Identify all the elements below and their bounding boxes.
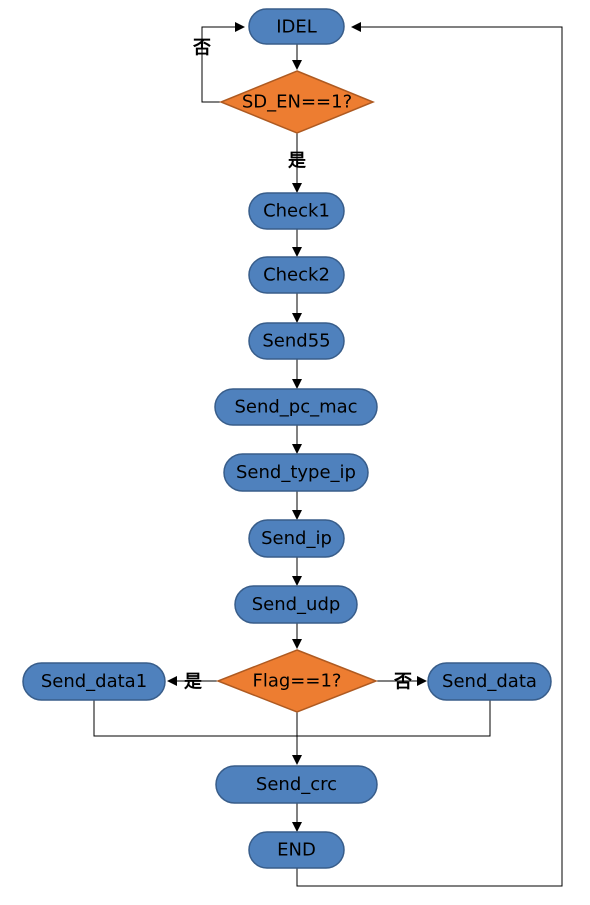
node-flag-check: Flag==1? [215,649,379,713]
node-send-pc-mac-label: Send_pc_mac [234,397,357,418]
node-check1: Check1 [248,192,345,230]
edge-label-flag-yes: 是 [183,672,202,693]
node-end-label: END [277,840,316,861]
node-send-crc: Send_crc [215,765,378,804]
node-send-data: Send_data [427,662,552,701]
node-send-ip-label: Send_ip [261,528,332,549]
node-check2: Check2 [248,256,345,294]
edge-label-flag-no: 否 [393,672,412,693]
node-sd-en-check: SD_EN==1? [219,70,375,134]
connectors [93,22,563,887]
edge-end-return-loop [296,22,563,887]
node-end: END [248,831,345,869]
node-send-data1-label: Send_data1 [41,671,147,692]
node-send-data1: Send_data1 [22,662,166,701]
node-send-type-ip: Send_type_ip [223,453,369,492]
node-send-crc-label: Send_crc [256,774,337,795]
node-send55-label: Send55 [262,331,330,352]
edge-send-data1-merge [93,700,491,737]
node-check1-label: Check1 [263,201,330,222]
edge-label-sd-en-no: 否 [192,38,211,59]
node-idel: IDEL [248,8,345,45]
node-idel-label: IDEL [276,17,317,38]
edge-label-sd-en-yes: 是 [287,151,306,172]
node-send-udp: Send_udp [234,585,358,624]
node-flag-check-label: Flag==1? [253,671,342,692]
edge-sd-en-no-loop [201,22,245,103]
node-send-udp-label: Send_udp [252,594,341,615]
node-sd-en-check-label: SD_EN==1? [242,92,352,113]
node-send-data-label: Send_data [442,671,537,692]
node-send-pc-mac: Send_pc_mac [214,388,378,426]
node-send-ip: Send_ip [248,519,345,558]
node-send-type-ip-label: Send_type_ip [236,462,356,483]
node-send55: Send55 [248,322,345,360]
node-check2-label: Check2 [263,265,330,286]
